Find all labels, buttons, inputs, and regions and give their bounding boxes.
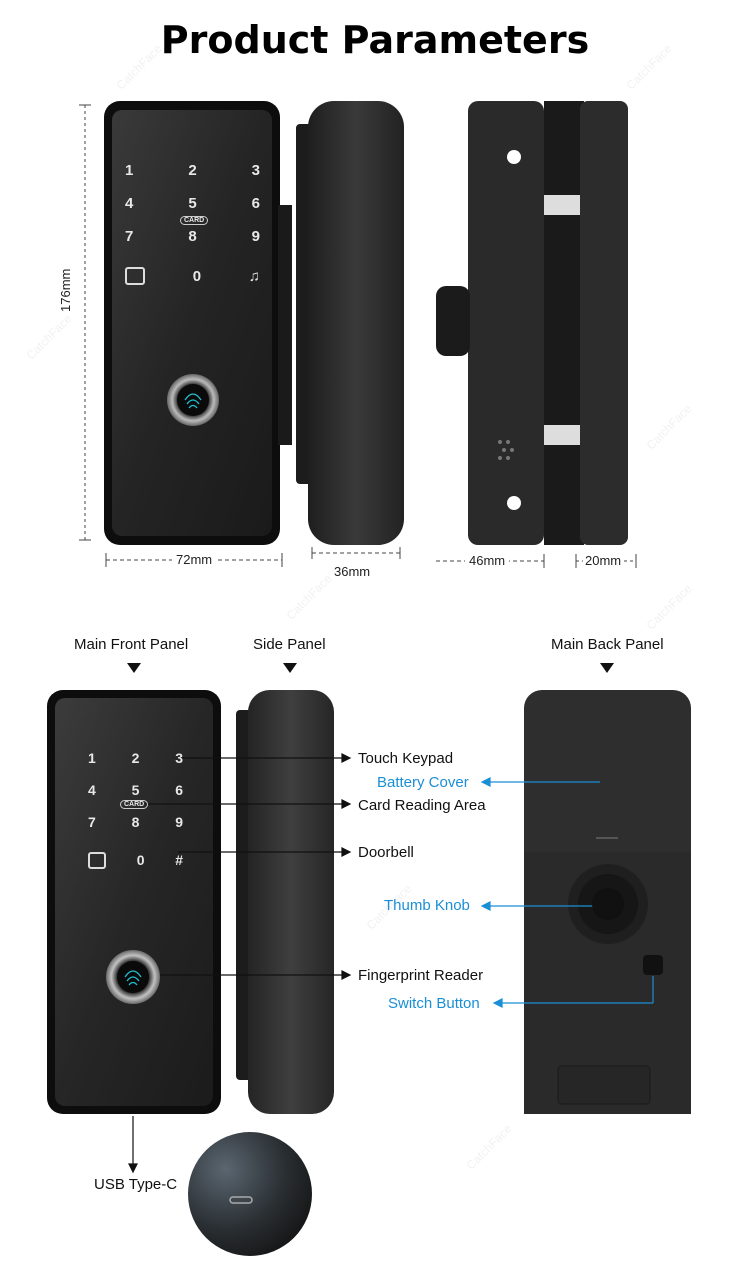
key-2: 2 xyxy=(188,162,197,179)
depth-label: 46mm xyxy=(465,553,510,568)
lock-icon xyxy=(125,267,145,285)
keypad-bottom: 1 2 3 4 5 6 7 8 9 0 # CARD xyxy=(88,750,183,874)
callout-fingerprint-reader: Fingerprint Reader xyxy=(358,967,484,984)
front-panel-drawing xyxy=(47,690,221,1114)
keypad-top: 1 2 3 4 5 6 7 8 9 0 ♫ CARD xyxy=(125,162,260,291)
callout-card-reading-area: Card Reading Area xyxy=(358,797,486,814)
back-panel-arrow xyxy=(600,663,614,673)
key-9: 9 xyxy=(251,228,260,245)
callout-switch-button: Switch Button xyxy=(388,995,480,1012)
front-width-label: 72mm xyxy=(172,552,217,567)
height-dim-label: 176mm xyxy=(58,268,73,312)
lock-icon xyxy=(88,851,106,869)
page-title: Product Parameters xyxy=(160,18,590,62)
profile-lock-drawing xyxy=(436,101,628,545)
key-6: 6 xyxy=(175,782,183,798)
back-panel-title: Main Back Panel xyxy=(551,636,664,653)
key-8: 8 xyxy=(188,228,197,245)
front-panel-title: Main Front Panel xyxy=(74,636,189,653)
front-panel-arrow xyxy=(127,663,141,673)
side-lock-drawing xyxy=(296,101,404,545)
key-hash: # xyxy=(175,852,183,868)
key-7: 7 xyxy=(125,228,134,245)
callout-battery-cover: Battery Cover xyxy=(377,774,469,791)
card-badge: CARD xyxy=(180,216,209,225)
key-8: 8 xyxy=(131,814,140,830)
key-3: 3 xyxy=(175,750,183,766)
callout-thumb-knob: Thumb Knob xyxy=(384,897,470,914)
card-badge: CARD xyxy=(120,800,149,809)
bell-icon: ♫ xyxy=(248,267,260,285)
key-6: 6 xyxy=(251,195,260,212)
key-3: 3 xyxy=(251,162,260,179)
front-lock-drawing xyxy=(104,101,292,545)
key-4: 4 xyxy=(88,782,96,798)
key-1: 1 xyxy=(125,162,134,179)
callout-doorbell: Doorbell xyxy=(358,844,414,861)
callout-usb-type-c: USB Type-C xyxy=(94,1176,178,1193)
key-1: 1 xyxy=(88,750,96,766)
key-2: 2 xyxy=(131,750,140,766)
usb-zoom-bubble xyxy=(188,1132,312,1256)
key-9: 9 xyxy=(175,814,183,830)
side-panel-arrow xyxy=(283,663,297,673)
key-5: 5 xyxy=(131,782,140,798)
side-panel-drawing xyxy=(236,690,334,1114)
key-5: 5 xyxy=(188,195,197,212)
callout-touch-keypad: Touch Keypad xyxy=(358,750,454,767)
gap-label: 20mm xyxy=(583,553,624,568)
key-7: 7 xyxy=(88,814,96,830)
thumb-knob-icon xyxy=(592,888,624,920)
key-4: 4 xyxy=(125,195,134,212)
side-width-label: 36mm xyxy=(334,564,371,579)
key-0: 0 xyxy=(136,852,145,868)
dimension-drawings xyxy=(79,101,637,568)
side-panel-title: Side Panel xyxy=(253,636,326,653)
key-0: 0 xyxy=(192,267,202,285)
